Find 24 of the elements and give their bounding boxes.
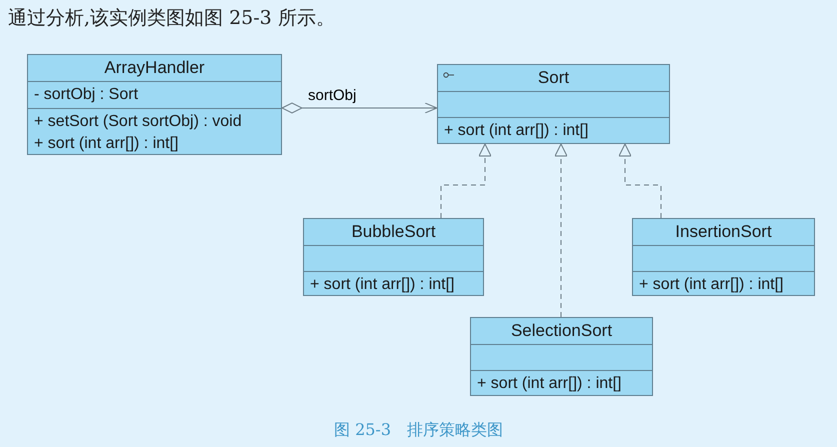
method-text: + sort (int arr[]) : int[] — [444, 121, 590, 141]
class-box — [632, 218, 815, 296]
heading-text: 通过分析,该实例类图如图 25-3 所示。 — [8, 6, 335, 31]
class-box — [470, 317, 653, 396]
class-name: InsertionSort — [675, 222, 772, 241]
class-box — [27, 54, 282, 155]
method-text: + setSort (Sort sortObj) : void — [34, 112, 243, 132]
class-name: Sort — [538, 68, 570, 87]
class-box — [303, 218, 484, 296]
method-text: + sort (int arr[]) : int[] — [34, 134, 180, 154]
association-arrow — [282, 102, 438, 114]
figure-caption: 图 25-3 排序策略类图 — [332, 420, 504, 441]
method-text: + sort (int arr[]) : int[] — [310, 275, 456, 295]
class-box — [437, 64, 670, 144]
attribute-text: - sortObj : Sort — [34, 85, 140, 105]
method-text: + sort (int arr[]) : int[] — [639, 275, 784, 295]
method-text: + sort (int arr[]) : int[] — [477, 374, 622, 394]
class-name: BubbleSort — [351, 222, 436, 241]
class-name: SelectionSort — [510, 321, 612, 340]
realization-arrow — [554, 144, 568, 318]
class-name: ArrayHandler — [104, 58, 205, 77]
realization-arrow — [440, 144, 492, 218]
edge-label: sortObj — [306, 87, 358, 104]
realization-arrow — [618, 144, 662, 218]
